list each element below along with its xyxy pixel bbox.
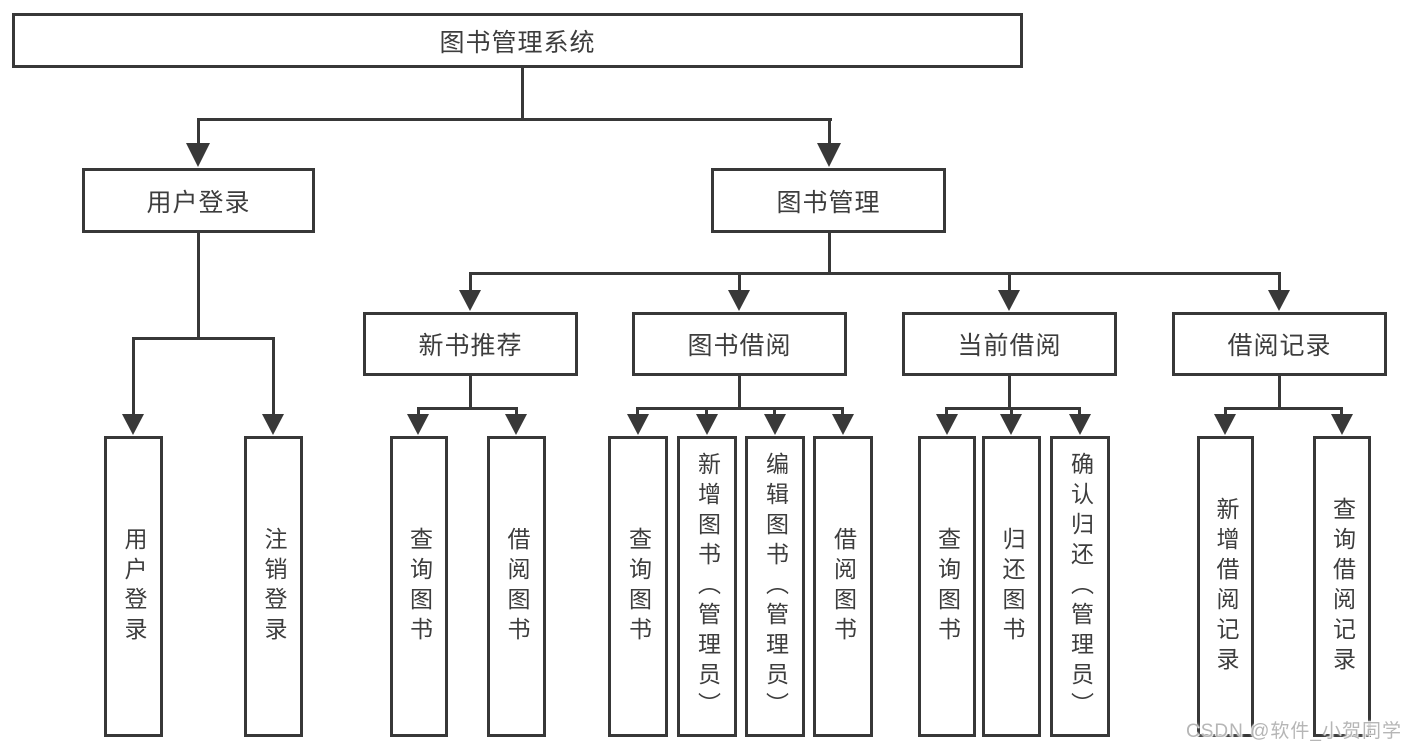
leaf-user-login: 用户登录 [104,436,163,737]
connector-book-mgmt-stem [828,233,831,275]
arrowhead-down-icon [407,414,429,435]
node-label: 新书推荐 [418,332,523,360]
arrowhead-down-icon [262,414,284,435]
connector-new-books-stem [469,375,472,410]
connector-stem-leaf [132,337,135,416]
node-label: 查询借阅记录 [1329,496,1356,677]
connector-stem-leaf [515,407,518,417]
connector-stem-book-mgmt [828,118,831,146]
arrowhead-down-icon [832,414,854,435]
arrowhead-down-icon [936,414,958,435]
node-current-borrowing: 当前借阅 [902,312,1117,376]
arrowhead-down-icon [728,290,750,311]
connector-records-stem [1278,375,1281,410]
arrowhead-down-icon [459,290,481,311]
connector-stem-leaf [1078,407,1081,417]
node-book-borrowing: 图书借阅 [632,312,847,376]
arrowhead-down-icon [1268,290,1290,311]
arrowhead-down-icon [1214,414,1236,435]
connector-current-borrow-stem [1008,375,1011,410]
leaf-borrow-add-books-admin: 新增图书（管理员） [677,436,737,737]
node-borrowing-records: 借阅记录 [1172,312,1387,376]
connector-records-rail [1224,407,1343,410]
node-label: 编辑图书（管理员） [762,451,789,722]
node-label: 借阅图书 [504,526,530,647]
node-label: 借阅图书 [830,526,857,647]
connector-stem-book-borrow [738,272,741,290]
connector-user-login-rail [132,337,275,340]
node-label: 用户登录 [146,188,251,217]
node-label: 查询图书 [934,526,961,647]
connector-stem-user-login [197,118,200,146]
node-label: 借阅记录 [1227,332,1332,360]
connector-stem-leaf [1224,407,1227,417]
connector-stem-leaf [636,407,639,417]
connector-stem-leaf [945,407,948,417]
node-label: 查询图书 [625,526,652,647]
connector-stem-leaf [417,407,420,417]
leaf-borrow-edit-books-admin: 编辑图书（管理员） [745,436,805,737]
connector-user-login-stem [197,233,200,340]
node-label: 图书管理系统 [439,28,596,57]
connector-stem-leaf [1340,407,1343,417]
connector-stem-leaf [841,407,844,417]
leaf-borrow-borrow-books: 借阅图书 [813,436,873,737]
leaf-records-query-record: 查询借阅记录 [1313,436,1371,737]
connector-stem-leaf [773,407,776,417]
node-label: 当前借阅 [957,332,1062,360]
node-label: 归还图书 [999,526,1025,647]
arrowhead-down-icon [122,414,144,435]
arrowhead-down-icon [1000,414,1022,435]
node-root-library-system: 图书管理系统 [12,13,1023,68]
arrowhead-down-icon [1331,414,1353,435]
leaf-current-query-books: 查询图书 [918,436,976,737]
node-label: 新增图书（管理员） [694,451,721,722]
node-label: 注销登录 [261,526,287,647]
connector-new-books-rail [417,407,518,410]
connector-stem-leaf [272,337,275,416]
node-label: 查询图书 [406,526,433,647]
arrowhead-down-icon [627,414,649,435]
node-book-management: 图书管理 [711,168,946,233]
leaf-borrow-query-books: 查询图书 [608,436,668,737]
connector-stem-current-borrow [1008,272,1011,290]
leaf-records-add-record: 新增借阅记录 [1197,436,1254,737]
node-new-book-recommend: 新书推荐 [363,312,578,376]
leaf-current-return-books: 归还图书 [982,436,1041,737]
arrowhead-down-icon [696,414,718,435]
connector-level2-rail [197,118,832,121]
csdn-watermark: CSDN @软件_小贺同学 [1186,721,1402,742]
connector-level3-rail [469,272,1281,275]
arrowhead-down-icon [998,290,1020,311]
node-label: 图书借阅 [687,332,792,360]
node-label: 确认归还（管理员） [1067,451,1094,722]
connector-stem-new-books [469,272,472,290]
arrowhead-down-icon [817,143,841,167]
leaf-newbooks-borrow-books: 借阅图书 [487,436,546,737]
connector-stem-borrow-records [1278,272,1281,290]
node-label: 新增借阅记录 [1213,496,1239,677]
arrowhead-down-icon [186,143,210,167]
connector-root-stem [521,67,524,118]
connector-current-borrow-rail [945,407,1081,410]
leaf-newbooks-query-books: 查询图书 [390,436,448,737]
connector-stem-leaf [705,407,708,417]
connector-book-borrow-rail [636,407,844,410]
node-label: 图书管理 [776,188,881,217]
arrowhead-down-icon [505,414,527,435]
leaf-current-confirm-return-admin: 确认归还（管理员） [1050,436,1110,737]
leaf-logout: 注销登录 [244,436,303,737]
connector-stem-leaf [1010,407,1013,417]
node-user-login: 用户登录 [82,168,315,233]
connector-book-borrow-stem [738,375,741,410]
arrowhead-down-icon [1069,414,1091,435]
arrowhead-down-icon [764,414,786,435]
node-label: 用户登录 [121,526,147,647]
